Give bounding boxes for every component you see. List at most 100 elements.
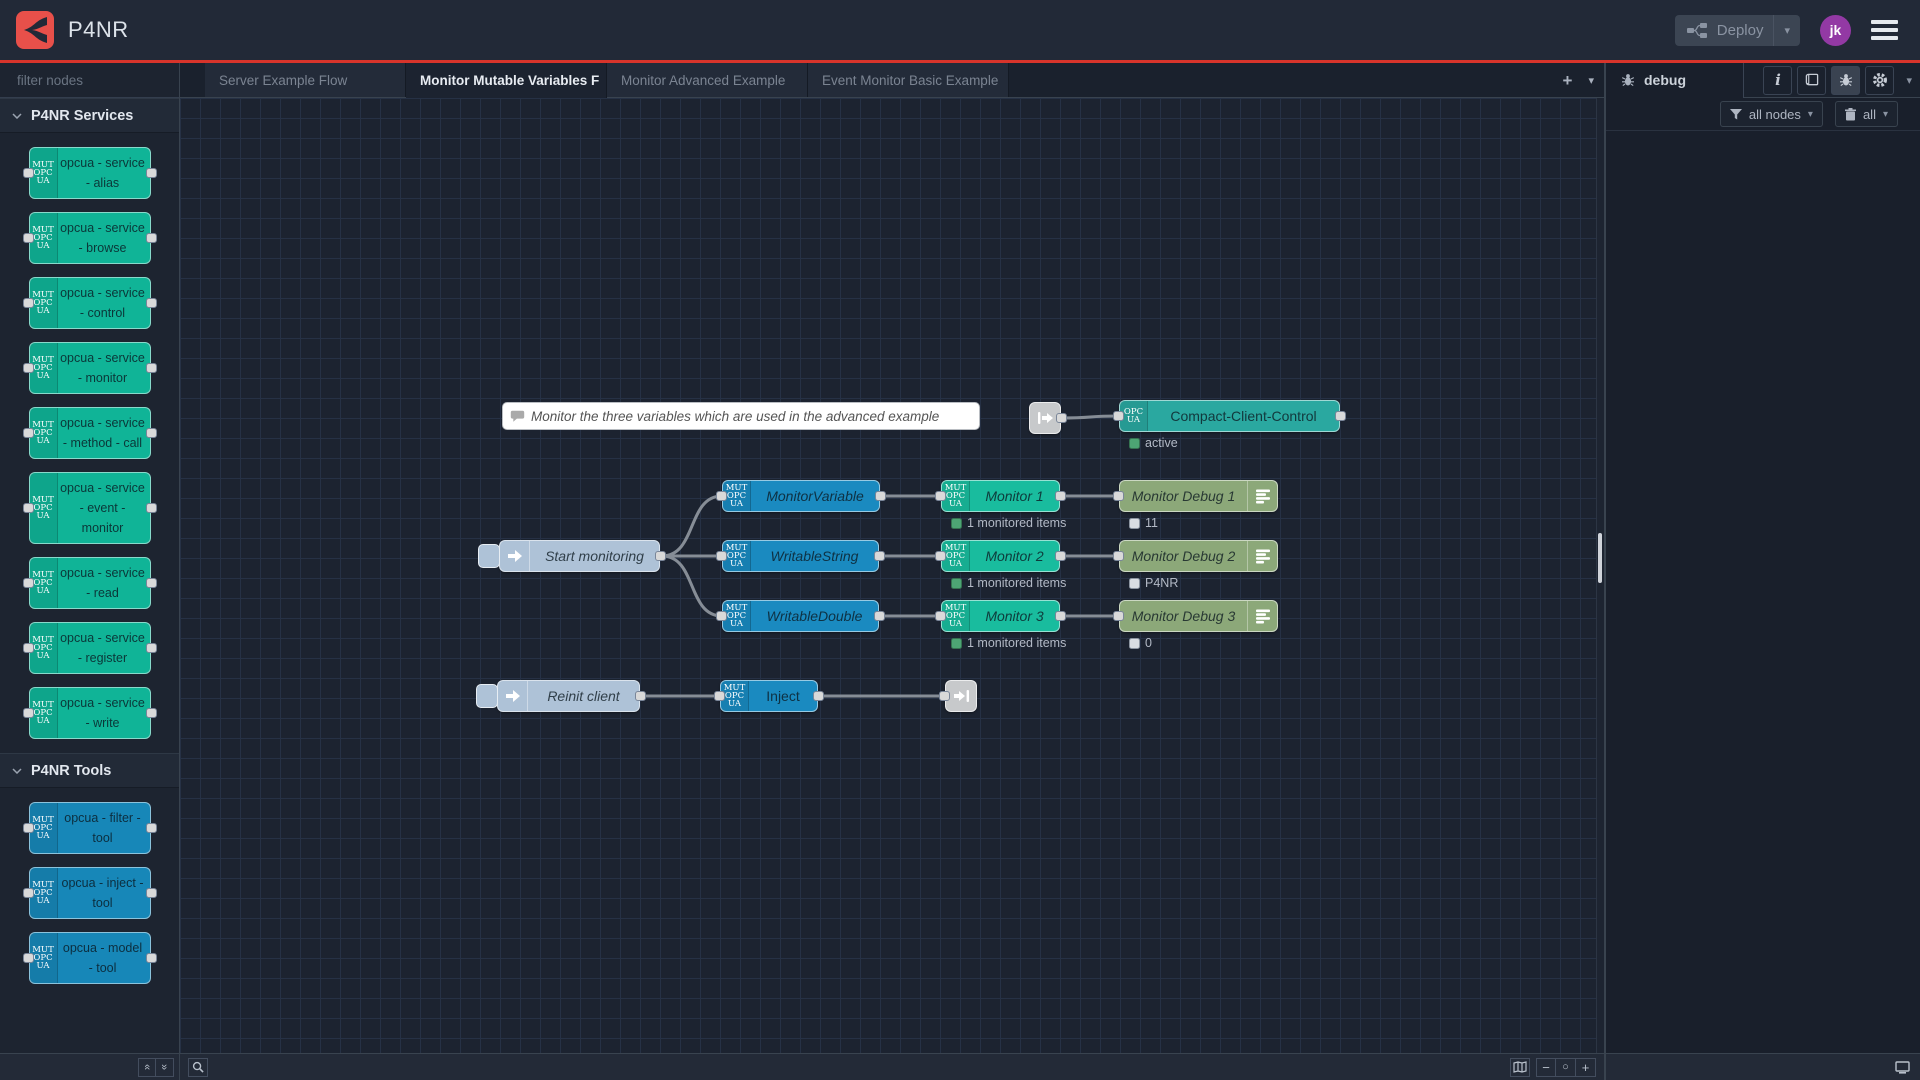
canvas-scrollbar-track[interactable] [1596, 98, 1604, 1053]
flow-list-button[interactable]: ▾ [1588, 74, 1594, 87]
inject-button[interactable] [476, 684, 498, 708]
node-port-right[interactable] [145, 168, 157, 178]
flow-node[interactable]: Monitor Debug 1 [1113, 480, 1296, 512]
debug-tab-button[interactable] [1831, 65, 1861, 95]
tab-debug[interactable]: debug [1606, 62, 1744, 98]
clear-log-button[interactable]: all ▾ [1834, 101, 1898, 127]
wire[interactable] [1059, 414, 1121, 420]
node-port-input[interactable] [716, 611, 727, 621]
node-port-input[interactable] [714, 691, 725, 701]
deploy-button[interactable]: Deploy ▾ [1674, 14, 1800, 46]
wire[interactable] [660, 554, 724, 618]
node-port-right[interactable] [145, 823, 157, 833]
tab-flow-1[interactable]: Server Example Flow [205, 63, 406, 97]
node-port-right[interactable] [145, 298, 157, 308]
inject-button[interactable] [478, 544, 500, 568]
node-port-left[interactable] [22, 708, 34, 718]
user-avatar[interactable]: jk [1820, 14, 1851, 46]
node-port-input[interactable] [1113, 611, 1124, 621]
main-menu-button[interactable] [1871, 20, 1898, 40]
sidebar-menu-button[interactable]: ▾ [1906, 74, 1912, 87]
zoom-reset-button[interactable]: ○ [1556, 1057, 1576, 1077]
node-port-left[interactable] [22, 428, 34, 438]
node-port-output[interactable] [1055, 491, 1066, 501]
search-flows-button[interactable] [188, 1057, 208, 1077]
flow-node[interactable]: Reinit client [476, 680, 646, 712]
node-port-output[interactable] [655, 551, 666, 561]
node-port-input[interactable] [716, 491, 727, 501]
info-tab-button[interactable]: i [1763, 65, 1793, 95]
node-port-right[interactable] [145, 428, 157, 438]
node-port-output[interactable] [1055, 551, 1066, 561]
palette-category-header[interactable]: P4NR Services [0, 98, 179, 133]
node-port-right[interactable] [145, 233, 157, 243]
node-port-left[interactable] [22, 233, 34, 243]
help-tab-button[interactable] [1797, 65, 1827, 95]
filter-nodes-button[interactable]: all nodes ▾ [1719, 101, 1823, 127]
link-out-node[interactable] [939, 680, 977, 712]
node-port-left[interactable] [22, 298, 34, 308]
node-port-left[interactable] [22, 953, 34, 963]
expand-categories-button[interactable]: » [156, 1057, 174, 1077]
node-port-input[interactable] [935, 611, 946, 621]
wire[interactable] [660, 494, 724, 558]
node-port-output[interactable] [1335, 411, 1346, 421]
node-port-input[interactable] [716, 551, 727, 561]
node-port[interactable] [939, 691, 950, 701]
comment-node[interactable]: Monitor the three variables which are us… [502, 402, 980, 430]
tab-flow-3[interactable]: Monitor Advanced Example [607, 63, 808, 97]
flow-node[interactable]: Monitor Debug 3 [1113, 600, 1296, 632]
node-port-output[interactable] [874, 611, 885, 621]
navigator-button[interactable] [1510, 1057, 1530, 1077]
node-port-right[interactable] [145, 643, 157, 653]
node-port-input[interactable] [1113, 491, 1124, 501]
node-port-input[interactable] [935, 551, 946, 561]
node-port[interactable] [1056, 413, 1067, 423]
open-debug-window-button[interactable] [1895, 1060, 1910, 1074]
node-port-right[interactable] [145, 503, 157, 513]
node-port-input[interactable] [1113, 411, 1124, 421]
node-port-left[interactable] [22, 823, 34, 833]
node-port-right[interactable] [145, 578, 157, 588]
palette-search-input[interactable] [17, 72, 194, 88]
node-port-output[interactable] [875, 491, 886, 501]
link-in-node[interactable] [1029, 402, 1067, 434]
node-port-output[interactable] [635, 691, 646, 701]
canvas-scrollbar[interactable] [1598, 533, 1602, 583]
node-port-input[interactable] [935, 491, 946, 501]
node-port-right[interactable] [145, 708, 157, 718]
node-port-right[interactable] [145, 953, 157, 963]
node-port-right[interactable] [145, 888, 157, 898]
node-port-left[interactable] [22, 888, 34, 898]
tab-flow-2[interactable]: Monitor Mutable Variables F [406, 63, 607, 98]
node-port-left[interactable] [22, 578, 34, 588]
node-port-left[interactable] [22, 363, 34, 373]
config-tab-button[interactable] [1865, 65, 1895, 95]
node-port-left[interactable] [22, 643, 34, 653]
add-flow-button[interactable]: + [1562, 70, 1573, 90]
node-port-input[interactable] [1113, 551, 1124, 561]
palette-category-header[interactable]: P4NR Tools [0, 753, 179, 788]
flow-node[interactable]: Monitor Debug 2 [1113, 540, 1296, 572]
zoom-in-button[interactable]: + [1576, 1057, 1596, 1077]
flow-node[interactable]: Start monitoring [478, 540, 666, 572]
node-port-left[interactable] [22, 168, 34, 178]
